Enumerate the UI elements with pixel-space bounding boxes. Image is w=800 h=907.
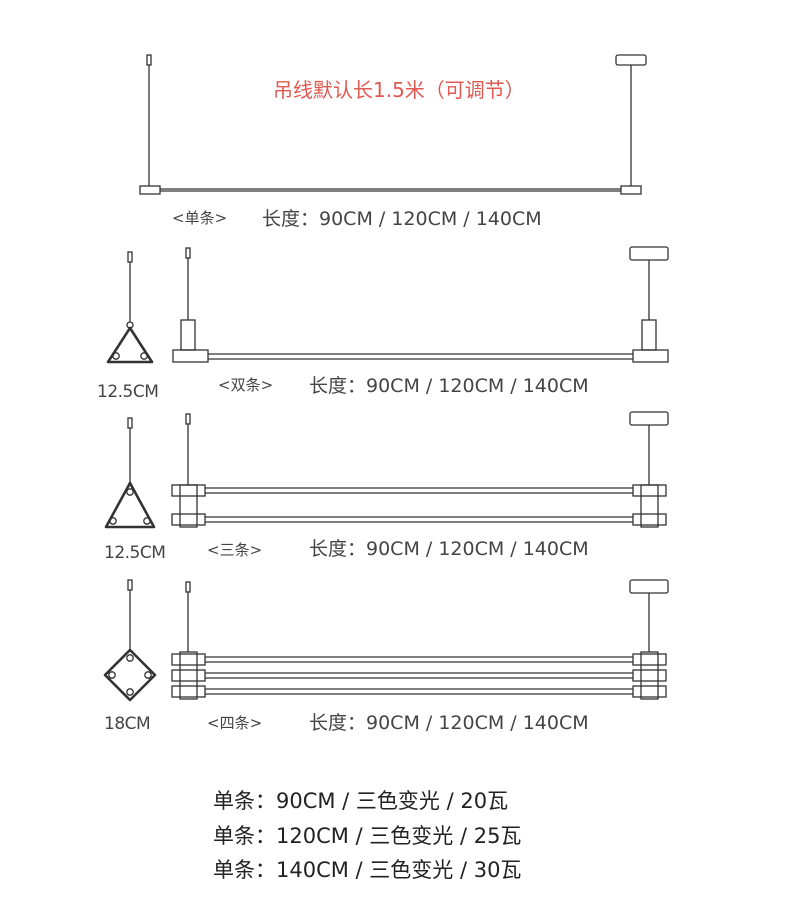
triple-bar-lamp xyxy=(171,411,669,528)
triple-size: 12.5CM xyxy=(104,543,166,563)
quad-bar-lamp xyxy=(171,579,669,700)
single-bar-lamp xyxy=(139,54,647,195)
quad-size: 18CM xyxy=(104,714,151,734)
single-tag: <单条> xyxy=(172,209,228,227)
triple-cross-section xyxy=(104,417,156,529)
spec-line-140: 单条：140CM / 三色变光 / 30瓦 xyxy=(213,858,522,882)
spec-line-90: 单条：90CM / 三色变光 / 20瓦 xyxy=(213,789,509,813)
single-length: 长度：90CM / 120CM / 140CM xyxy=(262,208,542,230)
double-size: 12.5CM xyxy=(97,382,159,402)
triple-tag: <三条> xyxy=(207,541,263,559)
double-tag: <双条> xyxy=(218,376,274,394)
quad-tag: <四条> xyxy=(207,714,263,732)
double-bar-lamp xyxy=(172,246,669,363)
double-length: 长度：90CM / 120CM / 140CM xyxy=(309,375,589,397)
wire-length-note: 吊线默认长1.5米（可调节） xyxy=(273,78,525,102)
spec-line-120: 单条：120CM / 三色变光 / 25瓦 xyxy=(213,824,522,848)
double-cross-section xyxy=(106,251,154,364)
quad-length: 长度：90CM / 120CM / 140CM xyxy=(309,712,589,734)
triple-length: 长度：90CM / 120CM / 140CM xyxy=(309,538,589,560)
quad-cross-section xyxy=(103,579,157,702)
